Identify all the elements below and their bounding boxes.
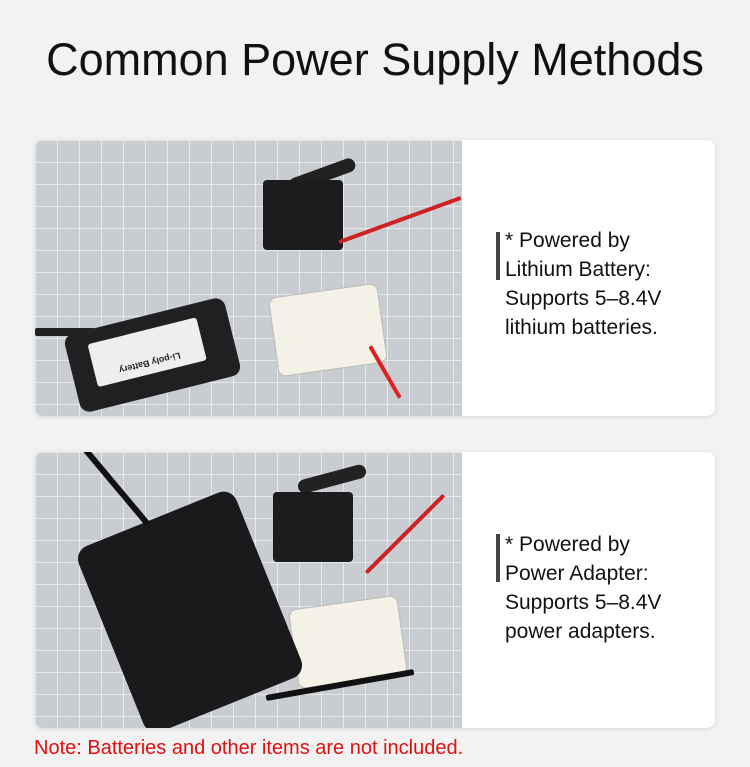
servo-wire: [338, 195, 462, 245]
desc-line: power adapters.: [505, 620, 656, 643]
power-adapter-description: * Powered by Power Adapter: Supports 5–8…: [505, 530, 661, 646]
adapter-cable: [80, 452, 150, 526]
disclaimer-note: Note: Batteries and other items are not …: [34, 737, 464, 759]
servo-wire: [364, 493, 446, 575]
desc-line: Lithium Battery:: [505, 258, 651, 281]
accent-bar: [496, 232, 500, 280]
servo-motor: [273, 492, 353, 562]
desc-line: * Powered by: [505, 533, 630, 556]
desc-line: lithium batteries.: [505, 316, 658, 339]
page-title: Common Power Supply Methods: [46, 34, 704, 85]
desc-line: Supports 5–8.4V: [505, 287, 662, 310]
desc-line: Supports 5–8.4V: [505, 591, 662, 614]
controller-board: [267, 282, 389, 378]
lipo-battery: Li-poly Battery: [62, 296, 243, 414]
battery-cable: [35, 328, 95, 336]
lithium-battery-photo: Li-poly Battery: [35, 140, 462, 416]
desc-line: Power Adapter:: [505, 562, 649, 585]
lithium-battery-description: * Powered by Lithium Battery: Supports 5…: [505, 226, 661, 342]
servo-horn: [296, 463, 368, 495]
power-adapter: [73, 487, 307, 728]
power-adapter-card: * Powered by Power Adapter: Supports 5–8…: [35, 452, 715, 728]
lithium-battery-card: Li-poly Battery * Powered by Lithium Bat…: [35, 140, 715, 416]
servo-motor: [263, 180, 343, 250]
desc-line: * Powered by: [505, 229, 630, 252]
battery-label: Li-poly Battery: [87, 317, 207, 388]
accent-bar: [496, 534, 500, 582]
power-adapter-photo: [35, 452, 462, 728]
